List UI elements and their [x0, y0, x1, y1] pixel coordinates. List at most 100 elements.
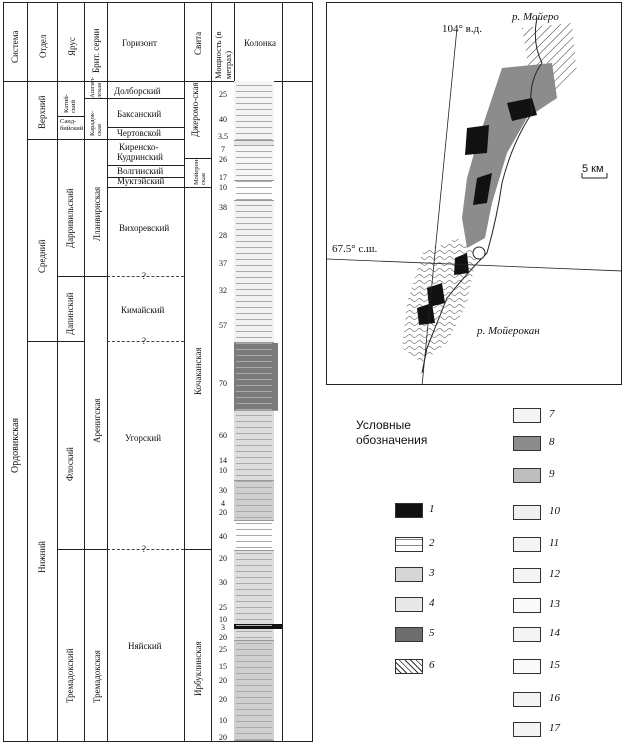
bedding-line: [236, 505, 272, 506]
brit-caradoc: Карадок-ская: [89, 110, 103, 136]
bedding-line: [236, 625, 272, 626]
bedding-line: [236, 91, 272, 92]
horizon-question-2: ?: [142, 336, 146, 346]
horizon-kirensk: Киренско-: [119, 142, 159, 152]
legend-number-16: 16: [549, 692, 560, 704]
map-river2: р. Мойерокан: [477, 325, 540, 337]
bedding-line: [236, 577, 272, 578]
legend-number-4: 4: [429, 597, 435, 609]
lithology-layer: [234, 181, 274, 201]
series-upper: Верхний: [37, 95, 47, 129]
legend-swatch-6: [395, 659, 423, 674]
bedding-line: [236, 433, 272, 434]
black-body: [473, 173, 492, 205]
legend-swatch-2: [395, 537, 423, 552]
bedding-line: [236, 151, 272, 152]
legend-swatch-11: [513, 537, 541, 552]
legend-swatch-5: [395, 627, 423, 642]
stage-dapingian: Дапинский: [65, 292, 75, 335]
thickness-value: 28: [219, 231, 227, 240]
bedding-line: [236, 301, 272, 302]
bedding-line: [236, 589, 272, 590]
bedding-line: [236, 655, 272, 656]
suite-moieron: Мойерон-ская: [193, 157, 207, 185]
bedding-line: [236, 463, 272, 464]
legend-number-6: 6: [429, 659, 435, 671]
bedding-line: [236, 487, 272, 488]
legend-swatch-15: [513, 659, 541, 674]
bedding-line: [236, 211, 272, 212]
thickness-value: 40: [219, 115, 227, 124]
suite-kochakan: Кочаканская: [193, 347, 203, 395]
bedding-line: [236, 529, 272, 530]
location-map: р. Мойеро 104° в.д. 67.5° с.ш. р. Мойеро…: [326, 2, 622, 385]
header-thickness: Мощность (в метрах): [213, 31, 233, 80]
meridian-line: [421, 27, 458, 384]
bedding-line: [236, 139, 272, 140]
brit-arenig: Аренигская: [92, 398, 102, 443]
header-stage: Ярус: [67, 37, 77, 56]
legend-swatch-1: [395, 503, 423, 518]
stage-sandbian: Санд-бийский: [60, 118, 84, 132]
thickness-value: 10: [219, 615, 227, 624]
bedding-line: [236, 331, 272, 332]
legend-number-2: 2: [429, 537, 435, 549]
thickness-value: 30: [219, 486, 227, 495]
legend-number-11: 11: [549, 537, 560, 549]
legend-number-15: 15: [549, 659, 560, 671]
legend-number-12: 12: [549, 568, 560, 580]
bedding-line: [236, 199, 272, 200]
bedding-line: [236, 469, 272, 470]
stage-tremadocian: Тремадокский: [65, 648, 75, 703]
bedding-line: [236, 613, 272, 614]
legend-swatch-7: [513, 408, 541, 423]
suite-irbuklin: Ирбуклинская: [193, 641, 203, 696]
header-system: Система: [10, 30, 20, 63]
thickness-value: 20: [219, 508, 227, 517]
bedding-line: [236, 427, 272, 428]
bedding-line: [236, 583, 272, 584]
legend-title: Условные обозначения: [356, 418, 428, 447]
legend-swatch-10: [513, 505, 541, 520]
thickness-value: 20: [219, 554, 227, 563]
bedding-line: [236, 295, 272, 296]
bedding-line: [236, 289, 272, 290]
brit-ashgill: Ашгил-лская: [89, 76, 103, 98]
bedding-line: [236, 553, 272, 554]
black-body: [465, 125, 489, 155]
bedding-line: [236, 265, 272, 266]
bedding-line: [236, 337, 272, 338]
bedding-line: [236, 391, 272, 392]
legend-number-3: 3: [429, 567, 435, 579]
legend-swatch-17: [513, 722, 541, 737]
legend-number-9: 9: [549, 468, 555, 480]
legend-swatch-14: [513, 627, 541, 642]
thickness-value: 3: [221, 623, 225, 632]
bedding-line: [236, 223, 272, 224]
legend-number-14: 14: [549, 627, 560, 639]
legend-swatch-4: [395, 597, 423, 612]
thickness-value: 10: [219, 183, 227, 192]
horizon-question-1: ?: [142, 271, 146, 281]
horizon-kudrin: Кудринский: [117, 152, 163, 162]
bedding-line: [236, 115, 272, 116]
legend-swatch-12: [513, 568, 541, 583]
bedding-line: [236, 445, 272, 446]
bedding-line: [236, 181, 272, 182]
stage-darriwilian: Дарривильский: [65, 188, 75, 248]
legend-number-10: 10: [549, 505, 560, 517]
bedding-line: [236, 187, 272, 188]
legend-number-8: 8: [549, 436, 555, 448]
brit-llanvirn: Лланвирнская: [92, 186, 102, 241]
bedding-line: [236, 637, 272, 638]
bedding-line: [236, 205, 272, 206]
legend-swatch-8: [513, 436, 541, 451]
bedding-line: [236, 97, 272, 98]
bedding-line: [236, 559, 272, 560]
horizon-baksan: Баксанский: [117, 109, 162, 119]
bedding-line: [236, 403, 272, 404]
bedding-line: [236, 157, 272, 158]
lithology-layer: [234, 521, 274, 551]
map-longitude: 104° в.д.: [442, 23, 482, 35]
bedding-line: [236, 499, 272, 500]
